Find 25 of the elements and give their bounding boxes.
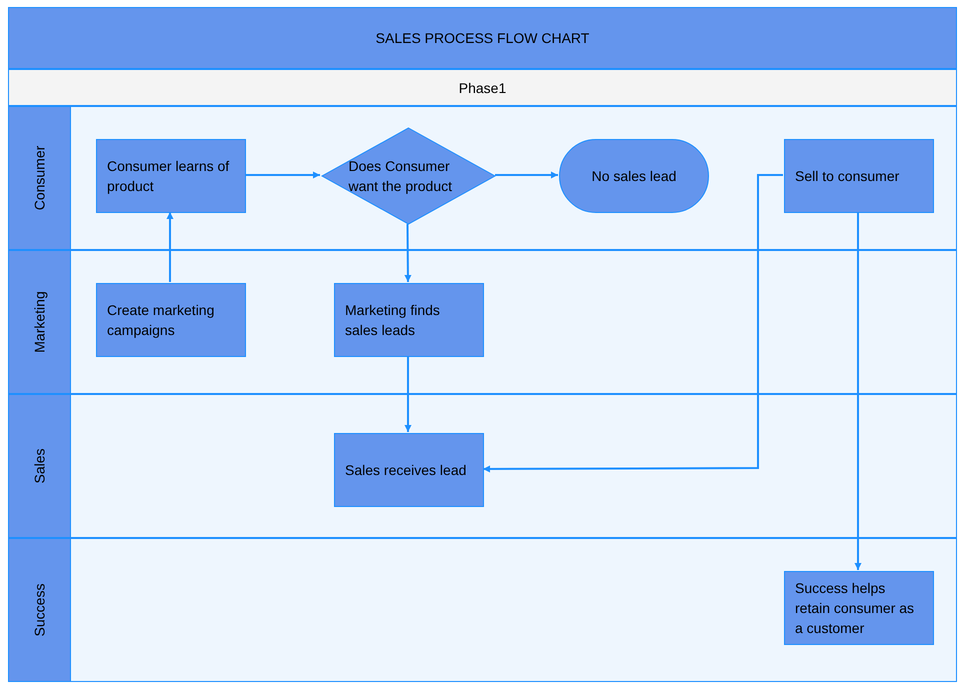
arrow	[404, 224, 412, 282]
process-box: Sell to consumer	[784, 139, 934, 213]
arrow	[854, 212, 862, 570]
swimlane	[8, 250, 957, 394]
swimlane	[8, 106, 957, 250]
process-box: Success helps retain consumer as a customer	[784, 571, 934, 645]
chart-title: SALES PROCESS FLOW CHART	[376, 29, 590, 48]
arrow	[495, 172, 558, 178]
arrow	[483, 174, 783, 472]
swimlane	[8, 538, 957, 682]
arrow	[404, 356, 412, 432]
process-box: Consumer learns of product	[96, 139, 246, 213]
swimlane	[8, 394, 957, 538]
process-box: Marketing finds sales leads	[334, 283, 484, 357]
phase-label: Phase1	[458, 78, 506, 98]
terminal-shape: No sales lead	[559, 139, 709, 213]
arrow	[245, 172, 320, 178]
lane-label: Marketing	[30, 291, 48, 353]
decision-diamond: Does Consumer want the product	[321, 127, 496, 225]
arrow	[166, 212, 174, 282]
process-box: Sales receives lead	[334, 433, 484, 507]
process-box: Create marketing campaigns	[96, 283, 246, 357]
lane-label: Success	[30, 584, 48, 636]
lane-label: Consumer	[30, 146, 48, 210]
lane-label: Sales	[30, 448, 48, 484]
